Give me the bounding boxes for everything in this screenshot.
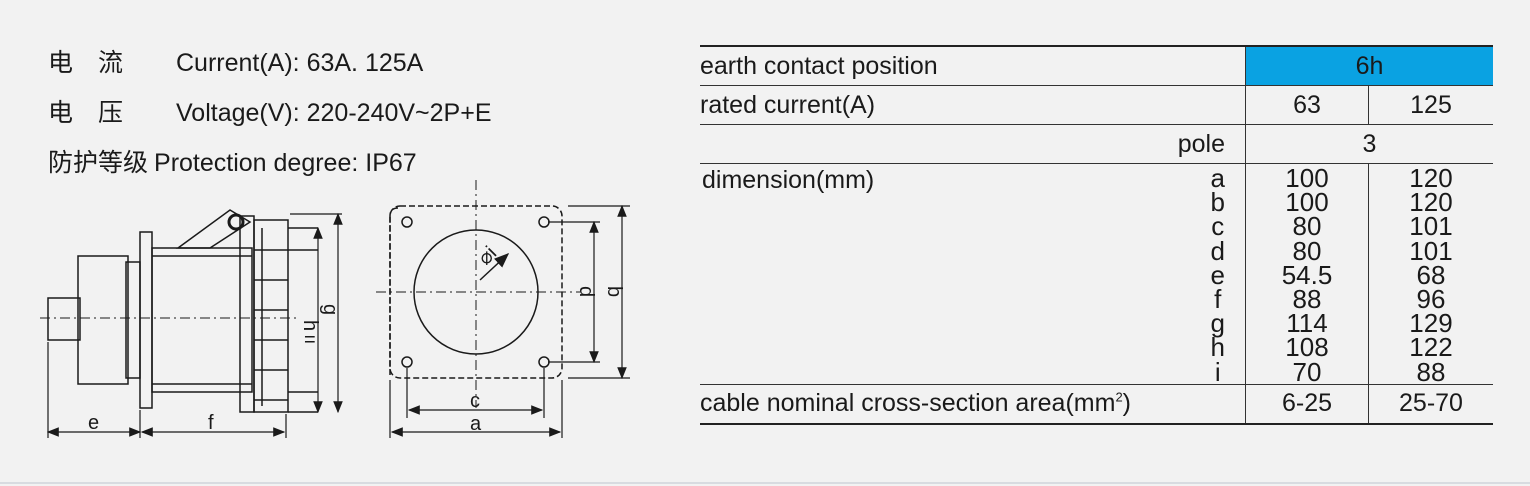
dim-label-c: c [470, 390, 480, 412]
dim-label-i-mark: = [304, 329, 316, 351]
dim-value: 129 [1409, 308, 1453, 339]
dim-letter: h [1210, 332, 1225, 363]
pole-value: 3 [1245, 124, 1493, 164]
dim-value: 122 [1409, 332, 1453, 363]
dim-125-cell: 120 120 101 101 68 96 129 122 88 [1368, 163, 1493, 387]
dimension-cell: dimension(mm) a b c d e f g h i [700, 163, 1246, 387]
rated-125: 125 [1368, 85, 1493, 125]
pole-label: pole [700, 124, 1246, 164]
technical-drawing: e f h g = ⌀i [40, 170, 640, 470]
row-earth-contact: earth contact position 6h [700, 46, 1493, 86]
spec-value: Protection degree: IP67 [154, 149, 417, 177]
row-rated-current: rated current(A) 63 125 [700, 85, 1493, 125]
cable-63: 6-25 [1245, 384, 1369, 424]
cable-label: cable nominal cross-section area(mm2) [700, 384, 1246, 424]
dimension-label: dimension(mm) [702, 166, 875, 194]
dim-value: 88 [1416, 356, 1446, 387]
dim-value: 96 [1416, 284, 1446, 315]
earth-label: earth contact position [700, 46, 1246, 86]
dim-label-f: f [208, 412, 214, 434]
spec-value: Voltage(V): 220-240V~2P+E [176, 99, 492, 127]
rated-label: rated current(A) [700, 85, 1246, 125]
spec-value: Current(A): 63A. 125A [176, 49, 424, 77]
dim-label-g: g [319, 304, 341, 315]
spec-table: earth contact position 6h rated current(… [700, 45, 1493, 425]
dim-label-b: b [603, 286, 625, 297]
rated-63: 63 [1245, 85, 1369, 125]
dim-value: 100 [1285, 163, 1329, 193]
cable-125: 25-70 [1399, 389, 1463, 418]
bottom-divider [0, 482, 1530, 484]
spec-list: 电 流 Current(A): 63A. 125A 电 压 Voltage(V): … [48, 38, 492, 188]
dim-63-cell: 100 100 80 80 54.5 88 114 108 70 [1245, 163, 1369, 387]
dim-value: 80 [1292, 235, 1322, 266]
side-dimensions [46, 212, 343, 438]
dim-63-list: 100 100 80 80 54.5 88 114 108 70 [1246, 163, 1368, 387]
dim-letter: e [1210, 259, 1225, 290]
dim-value: 80 [1292, 211, 1322, 242]
dim-value: 101 [1409, 211, 1453, 242]
dim-letter: g [1210, 308, 1225, 339]
dim-label-h: h [299, 320, 321, 331]
dim-letter: i [1214, 356, 1221, 387]
dim-label-e: e [88, 412, 99, 434]
earth-value: 6h [1245, 46, 1493, 86]
dim-value: 114 [1286, 308, 1328, 339]
socket-drawing-svg: e f h g = ⌀i [40, 180, 630, 438]
dim-letter: c [1211, 211, 1225, 242]
dim-letter: f [1214, 284, 1222, 315]
dim-letter: a [1210, 163, 1225, 193]
dim-value: 120 [1409, 187, 1453, 218]
row-pole: pole 3 [700, 124, 1493, 164]
dim-value: 108 [1285, 332, 1329, 363]
dim-value: 120 [1409, 163, 1453, 193]
dim-value: 101 [1409, 235, 1453, 266]
row-cable: cable nominal cross-section area(mm2) 6-… [700, 384, 1493, 424]
dim-label-d: d [575, 286, 597, 297]
spec-label-cn: 电 压 [48, 99, 124, 127]
dim-value: 54.5 [1281, 259, 1333, 290]
front-dimensions [389, 204, 630, 438]
dim-label-a: a [470, 413, 482, 435]
spec-current: 电 流 Current(A): 63A. 125A [48, 38, 492, 88]
dim-letter-list: a b c d e f g h i [1210, 163, 1245, 387]
dim-letter: d [1210, 235, 1225, 266]
dim-letter: b [1210, 187, 1225, 218]
side-view [47, 209, 318, 413]
spec-label-cn: 防护等级 [48, 149, 149, 177]
dim-label-i: ⌀i [474, 242, 501, 269]
dim-value: 100 [1285, 187, 1329, 218]
spec-voltage: 电 压 Voltage(V): 220-240V~2P+E [48, 88, 492, 138]
spec-label-cn: 电 流 [48, 49, 124, 77]
dim-value: 70 [1292, 356, 1322, 387]
dim-value: 68 [1416, 259, 1446, 290]
row-dimension: dimension(mm) a b c d e f g h i 100 100 … [700, 163, 1493, 387]
dim-value: 88 [1292, 284, 1322, 315]
dim-125-list: 120 120 101 101 68 96 129 122 88 [1369, 163, 1493, 387]
